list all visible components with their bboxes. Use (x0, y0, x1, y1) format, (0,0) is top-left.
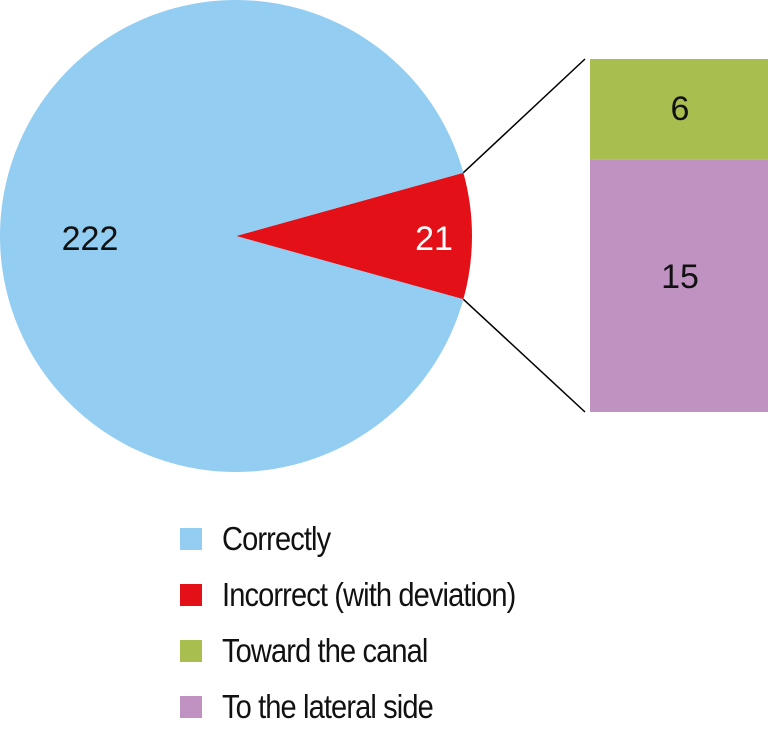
legend-swatch (180, 584, 202, 606)
connector-line-bottom (462, 298, 586, 413)
bar-of-pie-chart: 222 21 6 15 (0, 0, 768, 472)
data-label-lateral-side: 15 (661, 258, 699, 296)
data-label-correctly: 222 (62, 220, 119, 258)
bar-segment-toward-canal (590, 59, 768, 160)
legend-label: Incorrect (with deviation) (222, 576, 516, 613)
legend-item-toward-canal: Toward the canal (180, 631, 455, 671)
connector-line-top (462, 58, 586, 174)
legend-item-lateral-side: To the lateral side (180, 687, 462, 727)
legend-swatch (180, 528, 202, 550)
legend-swatch (180, 640, 202, 662)
data-label-toward-canal: 6 (671, 90, 690, 128)
data-label-incorrect: 21 (415, 220, 453, 258)
legend-label: Correctly (222, 520, 331, 557)
legend-item-incorrect: Incorrect (with deviation) (180, 575, 555, 615)
legend-item-correctly: Correctly (180, 519, 345, 559)
pie-slice-incorrect (236, 172, 473, 300)
legend-label: To the lateral side (222, 688, 434, 725)
legend-swatch (180, 696, 202, 718)
pie-slice-correctly (0, 0, 464, 472)
bar-segment-lateral-side (590, 159, 768, 412)
legend-label: Toward the canal (222, 632, 428, 669)
